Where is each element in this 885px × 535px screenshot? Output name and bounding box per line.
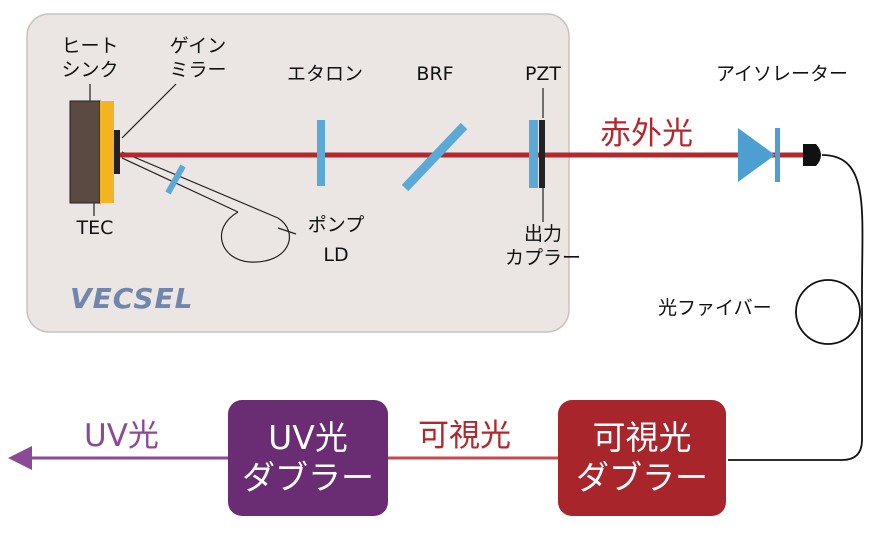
etalon-label: エタロン	[286, 63, 363, 85]
gain-mirror-label: ゲインミラー	[169, 35, 227, 81]
infrared-label: 赤外光	[600, 116, 693, 152]
uv-label: UV光	[84, 418, 159, 454]
isolator-label: アイソレーター	[716, 63, 849, 85]
vecsel-title: VECSEL	[70, 282, 194, 315]
output-coupler-glass	[529, 120, 538, 188]
etalon	[317, 120, 325, 186]
pzt-label: PZT	[524, 63, 562, 85]
tec-label: TEC	[76, 217, 114, 239]
brf	[401, 122, 468, 192]
vecsel-enclosure	[26, 13, 570, 333]
heat-sink-label: ヒートシンク	[61, 35, 119, 81]
output-coupler-label: 出力カプラー	[504, 223, 581, 269]
isolator-icon	[738, 128, 775, 182]
gain-mirror	[114, 130, 120, 174]
visible-doubler-box: 可視光ダブラー	[558, 400, 726, 516]
fiber-connector	[803, 144, 821, 166]
fiber-loop	[795, 279, 861, 345]
pump-fiber	[121, 151, 290, 263]
pump-lens	[165, 164, 186, 195]
visible-label: 可視光	[418, 418, 511, 454]
brf-label: BRF	[416, 63, 454, 85]
uv-doubler-box: UV光ダブラー	[228, 400, 388, 516]
pzt	[539, 120, 545, 188]
tec-layer	[100, 101, 114, 203]
heat-sink	[69, 100, 101, 204]
optical-fiber	[728, 154, 864, 461]
fiber-label: 光ファイバー	[658, 297, 772, 319]
uv-arrowhead-icon	[8, 446, 32, 470]
